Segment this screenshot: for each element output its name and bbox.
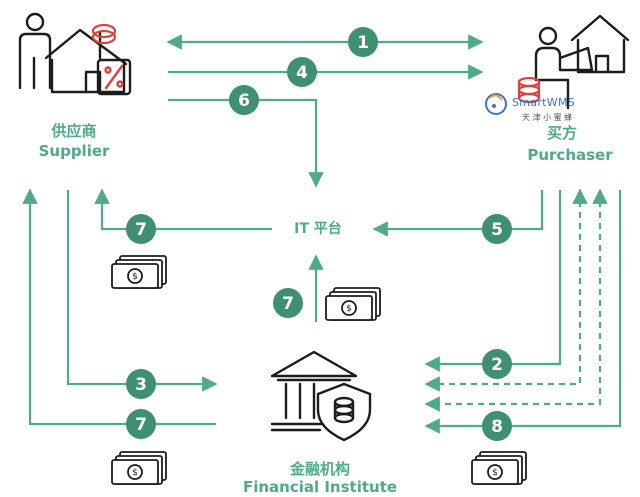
badge-1-label: 1 bbox=[357, 33, 369, 53]
badge-6: 6 bbox=[229, 85, 259, 115]
badge-5-label: 5 bbox=[491, 220, 503, 240]
dashed-flow-lines bbox=[424, 188, 608, 412]
svg-text:$: $ bbox=[132, 272, 138, 282]
badge-7-top-label: 7 bbox=[135, 220, 147, 240]
watermark-brand: SmartWMS bbox=[512, 96, 576, 109]
badge-7-top: 7 bbox=[126, 214, 156, 244]
badge-8-label: 8 bbox=[491, 417, 503, 437]
institute-label-en: Financial Institute bbox=[242, 478, 398, 496]
watermark-sub: 天 津 小 蜜 蜂 bbox=[522, 113, 573, 122]
arrow-7-bottom bbox=[22, 188, 216, 426]
svg-text:$: $ bbox=[492, 468, 498, 478]
dollar-signs: $ $ $ $ bbox=[132, 272, 498, 478]
purchaser-label-en: Purchaser bbox=[527, 146, 613, 164]
dashed-arrow-b bbox=[424, 188, 608, 412]
svg-text:$: $ bbox=[346, 304, 352, 314]
badge-7-bottom: 7 bbox=[126, 409, 156, 439]
bank-shield-icon bbox=[270, 350, 372, 442]
cash-icon bbox=[471, 451, 527, 485]
arrow-6 bbox=[168, 98, 324, 188]
watermark: SmartWMS 天 津 小 蜜 蜂 bbox=[484, 90, 594, 124]
cash-icon bbox=[111, 255, 167, 289]
coin-icon bbox=[91, 23, 117, 45]
purchaser-laptop-house-icon bbox=[534, 14, 630, 110]
watermark-bee-icon bbox=[485, 93, 507, 115]
arrow-5 bbox=[372, 190, 544, 237]
badge-2: 2 bbox=[482, 349, 512, 379]
cash-icon bbox=[325, 287, 381, 321]
arrow-3 bbox=[66, 190, 218, 392]
purchaser-label-cn: 买方 bbox=[546, 124, 577, 142]
badge-7-mid-label: 7 bbox=[282, 294, 294, 314]
badge-6-label: 6 bbox=[238, 91, 250, 111]
institute-label-cn: 金融机构 bbox=[289, 460, 350, 478]
supplier-house-percent-icon bbox=[18, 12, 132, 96]
badge-7-mid: 7 bbox=[273, 288, 303, 318]
badge-5: 5 bbox=[482, 214, 512, 244]
coin-stack-icon bbox=[517, 76, 541, 104]
badge-7-bottom-label: 7 bbox=[135, 415, 147, 435]
badge-8: 8 bbox=[482, 411, 512, 441]
arrow-8 bbox=[424, 190, 622, 434]
badge-4-label: 4 bbox=[296, 63, 308, 83]
badge-1: 1 bbox=[348, 27, 378, 57]
badge-3: 3 bbox=[126, 369, 156, 399]
arrow-7-top bbox=[94, 188, 272, 231]
badge-3-label: 3 bbox=[135, 375, 147, 395]
supplier-label-cn: 供应商 bbox=[51, 122, 97, 140]
svg-text:$: $ bbox=[132, 468, 138, 478]
step-badges: 1 4 6 7 5 7 2 3 7 8 bbox=[126, 27, 512, 441]
supplier-label-en: Supplier bbox=[38, 142, 110, 160]
badge-2-label: 2 bbox=[491, 355, 503, 375]
cash-icon bbox=[111, 451, 167, 485]
percent-icon bbox=[104, 64, 124, 90]
it-platform-label: IT 平台 bbox=[294, 221, 342, 237]
badge-4: 4 bbox=[287, 57, 317, 87]
